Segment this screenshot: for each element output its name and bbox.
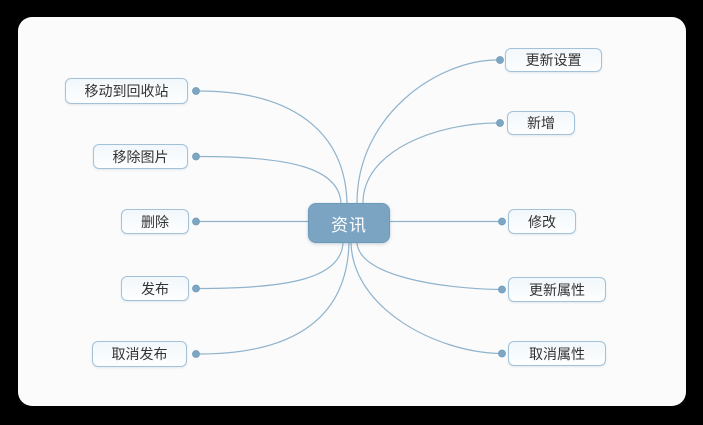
node-update-settings[interactable]: 更新设置: [505, 48, 602, 72]
node-delete[interactable]: 删除: [121, 209, 189, 234]
node-modify[interactable]: 修改: [508, 209, 576, 234]
node-update-attributes[interactable]: 更新属性: [508, 277, 606, 302]
node-remove-image[interactable]: 移除图片: [93, 144, 188, 169]
node-add-new[interactable]: 新增: [507, 111, 575, 135]
node-publish[interactable]: 发布: [121, 276, 189, 301]
node-unpublish[interactable]: 取消发布: [92, 341, 187, 367]
node-move-to-recycle-bin[interactable]: 移动到回收站: [65, 78, 188, 104]
node-cancel-attributes[interactable]: 取消属性: [508, 341, 606, 366]
node-root[interactable]: 资讯: [308, 203, 390, 243]
